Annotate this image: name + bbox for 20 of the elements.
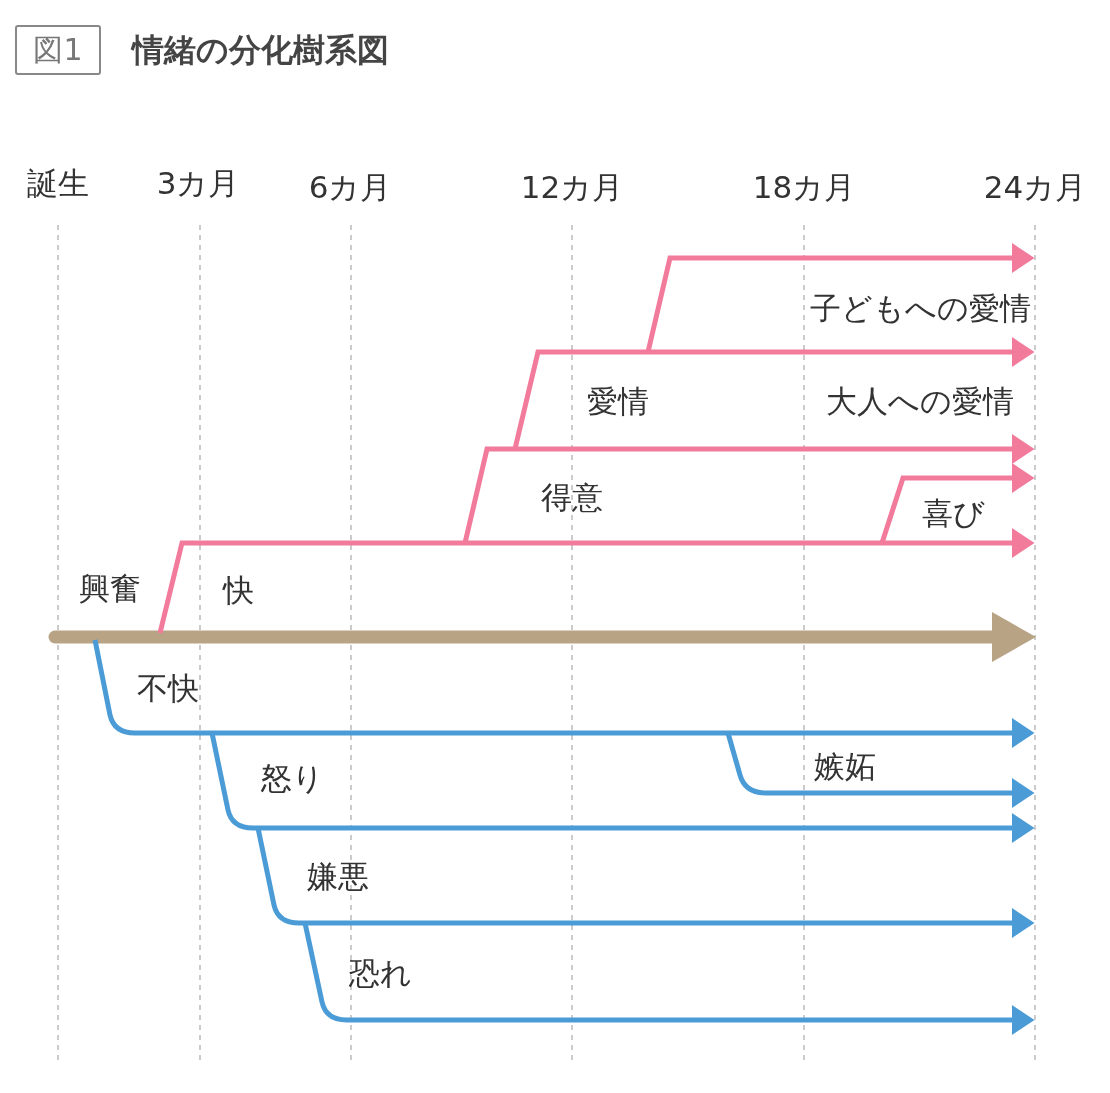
emotion-label: 怒り <box>260 760 324 796</box>
emotion-label: 快 <box>222 572 254 608</box>
emotion-label: 興奮 <box>79 570 141 606</box>
time-label: 誕生 <box>27 165 89 201</box>
emotion-label: 不快 <box>137 670 199 706</box>
emotion-label: 恐れ <box>348 955 412 991</box>
title: 情緒の分化樹系図 <box>132 30 389 70</box>
time-label: 12カ月 <box>520 169 624 205</box>
emotion-label: 嫉妬 <box>814 748 876 784</box>
time-label: 6カ月 <box>308 169 392 205</box>
emotion-label: 愛情 <box>587 383 649 419</box>
figure-number: 図1 <box>15 25 101 75</box>
emotion-label: 子どもへの愛情 <box>809 290 1031 326</box>
time-label: 18カ月 <box>752 169 856 205</box>
emotion-label: 喜び <box>921 495 985 531</box>
emotion-label: 得意 <box>541 479 603 515</box>
emotion-label: 大人への愛情 <box>826 383 1014 419</box>
time-label: 24カ月 <box>983 169 1087 205</box>
time-label: 3カ月 <box>156 165 240 201</box>
emotion-label: 嫌悪 <box>307 858 369 894</box>
